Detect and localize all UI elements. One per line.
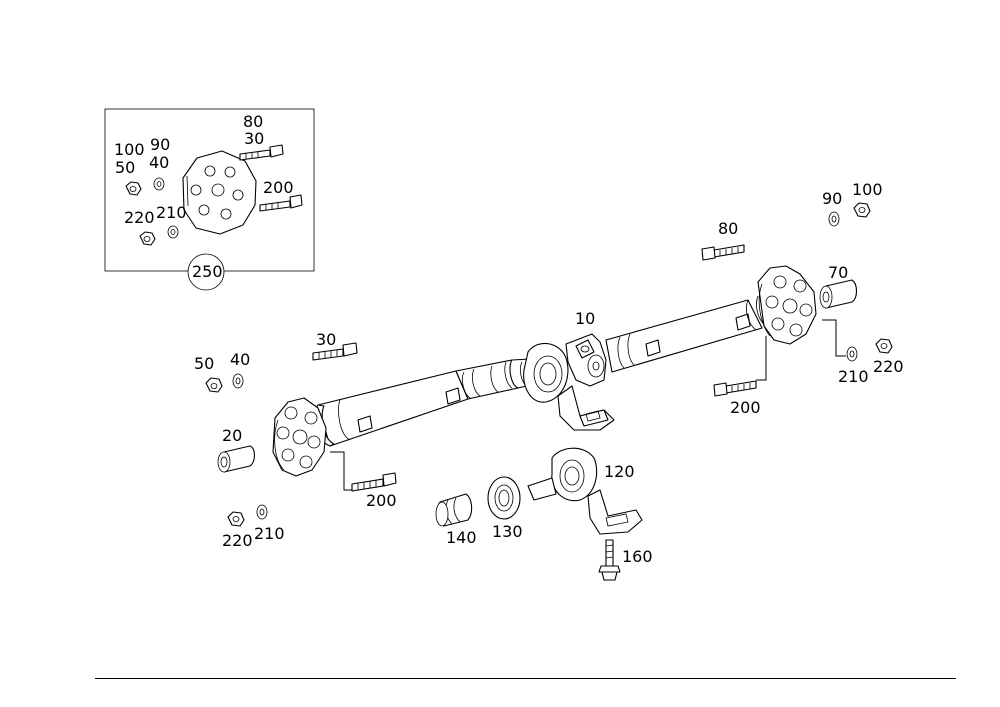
callout-220-rear: 220 [873, 357, 904, 376]
callout-inset-40: 40 [149, 153, 170, 172]
washer-210-rear [846, 346, 858, 362]
front-tube-label-plate [357, 415, 373, 433]
inset-washer-40 [153, 177, 165, 191]
callout-inset-100: 100 [114, 140, 145, 159]
bolt-30 [312, 342, 358, 361]
inset-bolt-200 [259, 194, 303, 212]
callout-90-rear: 90 [822, 189, 843, 208]
callout-80: 80 [718, 219, 739, 238]
callout-inset-210: 210 [156, 203, 187, 222]
footer-rule [95, 678, 956, 679]
callout-210-front: 210 [254, 524, 285, 543]
rubber-boot-140 [435, 493, 473, 527]
callout-inset-220: 220 [124, 208, 155, 227]
inset-bolt-30 [239, 144, 284, 161]
bushing-20 [217, 445, 256, 473]
inset-kit-box [104, 108, 315, 291]
callout-10: 10 [575, 309, 596, 328]
bolt-200-front [351, 472, 397, 492]
callout-inset-200: 200 [263, 178, 294, 197]
callout-200-front: 200 [366, 491, 397, 510]
callout-inset-90: 90 [150, 135, 171, 154]
nut-220-rear [875, 338, 893, 354]
bolt-160 [598, 539, 621, 581]
leader-210-rear [822, 319, 846, 357]
rear-shaft-tube [605, 293, 777, 373]
center-support-bearing [523, 342, 615, 431]
leader-200-rear [756, 336, 767, 381]
nut-100-rear [853, 202, 871, 218]
callout-70: 70 [828, 263, 849, 282]
callout-140: 140 [446, 528, 477, 547]
rear-flex-disc [757, 265, 817, 345]
callout-kit-250: 250 [192, 262, 223, 281]
bushing-70 [819, 279, 858, 309]
callout-30: 30 [316, 330, 337, 349]
callout-inset-80: 80 [243, 112, 264, 131]
callout-160: 160 [622, 547, 653, 566]
nut-220-front [227, 511, 245, 527]
bolt-80 [701, 244, 745, 261]
callout-inset-50: 50 [115, 158, 136, 177]
inset-washer-210 [167, 225, 179, 239]
inset-flex-disc [182, 150, 257, 235]
washer-90-rear [828, 211, 840, 227]
washer-210-front [256, 504, 268, 520]
washer-40 [232, 373, 244, 389]
callout-130: 130 [492, 522, 523, 541]
front-flex-disc [272, 397, 327, 477]
callout-40: 40 [230, 350, 251, 369]
kit-250-circle [187, 253, 225, 291]
universal-joint [565, 333, 607, 387]
bearing-130 [487, 476, 521, 520]
callout-120: 120 [604, 462, 635, 481]
callout-210-rear: 210 [838, 367, 869, 386]
callout-220-front: 220 [222, 531, 253, 550]
inset-nut-50 [125, 181, 142, 196]
nut-50 [205, 377, 223, 393]
callout-100-rear: 100 [852, 180, 883, 199]
callout-50: 50 [194, 354, 215, 373]
callout-20: 20 [222, 426, 243, 445]
leader-200-front [330, 451, 352, 491]
front-shaft-tube [314, 370, 469, 447]
inset-nut-220 [139, 231, 156, 246]
rear-tube-label-plate [645, 339, 661, 357]
support-bracket-120 [527, 447, 643, 535]
callout-200-rear: 200 [730, 398, 761, 417]
callout-inset-30: 30 [244, 129, 265, 148]
bolt-200-rear [713, 380, 757, 397]
